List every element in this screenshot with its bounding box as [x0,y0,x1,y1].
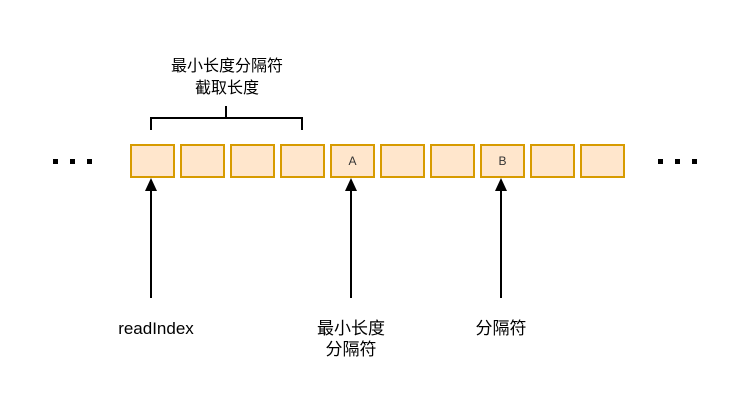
delimiter-arrow [494,178,508,299]
ellipsis-dot [675,159,680,164]
right-ellipsis [658,159,697,164]
left-ellipsis [53,159,92,164]
buffer-cell [380,144,425,178]
arrowhead-icon [145,178,157,191]
bracket-annotation-line2: 截取长度 [194,80,260,97]
bracket-annotation-line1: 最小长度分隔符 [170,58,284,75]
span-bracket-tick [225,106,227,118]
min-length-delimiter-label: 最小长度 分隔符 [317,318,385,360]
buffer-cell-a: A [330,144,375,178]
arrowhead-icon [495,178,507,191]
buffer-cell [230,144,275,178]
arrow-shaft [350,188,352,298]
buffer-cell [580,144,625,178]
buffer-cell [180,144,225,178]
ellipsis-dot [658,159,663,164]
ellipsis-dot [70,159,75,164]
arrow-shaft [500,188,502,298]
ellipsis-dot [87,159,92,164]
buffer-cell [130,144,175,178]
arrowhead-icon [345,178,357,191]
arrow-shaft [150,188,152,298]
readindex-arrow [144,178,158,299]
ellipsis-dot [692,159,697,164]
buffer-cell [430,144,475,178]
min-length-delimiter-arrow [344,178,358,299]
bracket-annotation-label: 最小长度分隔符 截取长度 [171,56,283,100]
min-length-delimiter-label-line1: 最小长度 [317,319,385,338]
buffer-cell [530,144,575,178]
ellipsis-dot [53,159,58,164]
min-length-delimiter-label-line2: 分隔符 [325,340,377,359]
delimiter-label: 分隔符 [475,319,527,338]
buffer-cell [280,144,325,178]
buffer-cell-b: B [480,144,525,178]
span-bracket [150,117,303,130]
readindex-label: readIndex [118,319,194,338]
